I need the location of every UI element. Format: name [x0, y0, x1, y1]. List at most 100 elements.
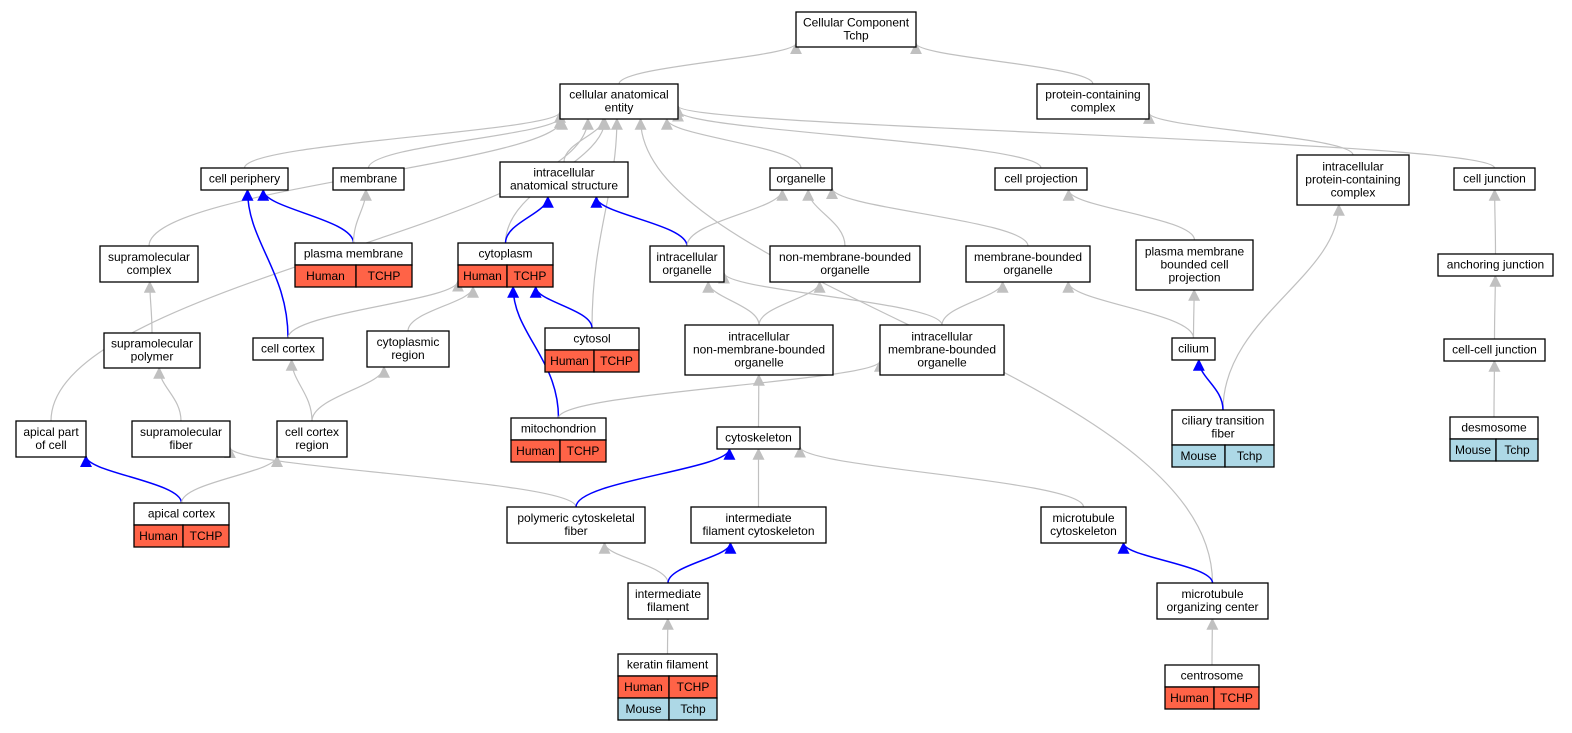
node-box — [200, 167, 289, 191]
node-label: polymer — [131, 350, 174, 364]
node-label: supramolecular — [111, 337, 193, 351]
node-label: centrosome — [1181, 669, 1244, 683]
node-box — [627, 582, 709, 620]
edge-cytosol-to-cae — [591, 117, 623, 329]
node-label: anatomical structure — [510, 179, 618, 193]
node-label: cell periphery — [209, 172, 280, 186]
node-label: Tchp — [843, 29, 869, 43]
node-label: of cell — [35, 438, 66, 452]
node-aj[interactable]: anchoring junction — [1437, 253, 1554, 277]
species-label: Mouse — [1180, 449, 1216, 463]
node-inmbo[interactable]: intracellularnon-membrane-boundedorganel… — [684, 324, 834, 376]
node-label: cell-cell junction — [1452, 343, 1537, 357]
node-label: non-membrane-bounded — [693, 343, 825, 357]
node-box — [690, 506, 827, 544]
node-cproj[interactable]: cell projection — [994, 167, 1088, 191]
edge-ccx-to-cyt — [287, 279, 464, 339]
edge-mito-to-imbo — [557, 359, 886, 419]
edge-cr-to-cyt — [407, 285, 479, 332]
gene-cell — [593, 349, 640, 373]
node-ccx[interactable]: cell cortex — [252, 337, 324, 361]
node-label: organelle — [734, 356, 784, 370]
edge-cproj-to-cae — [672, 109, 1042, 169]
node-label: cell junction — [1463, 172, 1526, 186]
gene-label: TCHP — [514, 269, 547, 283]
node-cytosk[interactable]: cytoskeleton — [716, 426, 801, 450]
node-cp[interactable]: cell periphery — [200, 167, 289, 191]
edge-ctf-to-cil — [1192, 358, 1224, 411]
node-label: cell cortex — [285, 425, 339, 439]
gene-cell — [1213, 686, 1260, 710]
node-label: cytoplasm — [478, 247, 532, 261]
edge-acx-to-ccr — [180, 454, 283, 504]
node-label: projection — [1168, 271, 1220, 285]
node-mem[interactable]: membrane — [332, 167, 405, 191]
node-label: Cellular Component — [803, 16, 910, 30]
node-box — [559, 83, 679, 120]
node-label: cell projection — [1004, 172, 1077, 186]
node-label: cell cortex — [261, 342, 315, 356]
node-label: complex — [127, 263, 172, 277]
node-label: keratin filament — [627, 658, 709, 672]
node-label: region — [295, 438, 328, 452]
node-label: fiber — [1211, 427, 1234, 441]
node-label: protein-containing — [1045, 88, 1140, 102]
node-label: apical cortex — [148, 507, 215, 521]
node-cil[interactable]: cilium — [1171, 337, 1216, 361]
node-label: entity — [605, 101, 634, 115]
node-org[interactable]: organelle — [769, 167, 833, 191]
edge-pm-to-cp — [257, 188, 355, 244]
node-label: plasma membrane — [1145, 245, 1245, 259]
node-label: supramolecular — [108, 250, 190, 264]
edge-acx-to-apc — [80, 454, 183, 504]
node-box — [716, 426, 801, 450]
node-cj[interactable]: cell junction — [1453, 167, 1536, 191]
node-label: ciliary transition — [1182, 414, 1265, 428]
edge-smf-to-sp — [153, 366, 182, 422]
edge-inmbo-to-io — [702, 280, 760, 326]
node-label: complex — [1331, 186, 1376, 200]
node-box — [366, 330, 450, 368]
gene-label: TCHP — [567, 444, 600, 458]
species-label: Human — [139, 529, 178, 543]
edge-cae-to-cc — [618, 42, 802, 85]
edge-if-to-pcf — [598, 541, 669, 584]
node-label: complex — [1071, 101, 1116, 115]
edge-ipcc-to-pcc — [1143, 111, 1354, 156]
node-box — [1040, 506, 1127, 544]
node-ccj[interactable]: cell-cell junction — [1443, 338, 1546, 362]
edge-pcf-to-smf — [224, 446, 577, 508]
node-box — [994, 167, 1088, 191]
